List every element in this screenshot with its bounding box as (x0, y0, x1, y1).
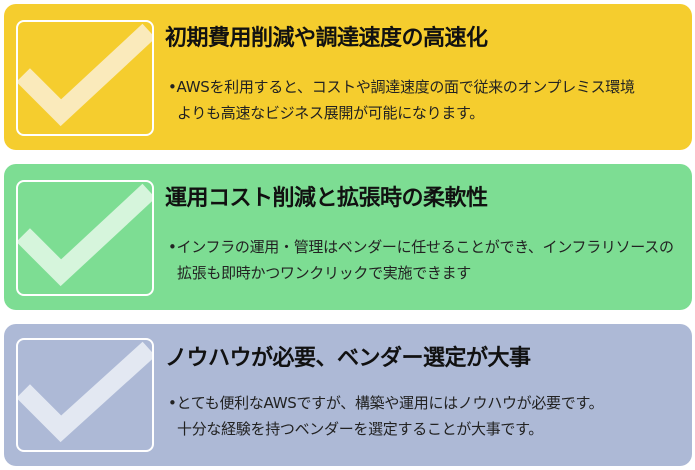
card-description: •とても便利なAWSですが、構築や運用にはノウハウが必要です。 十分な経験を持つ… (168, 390, 688, 442)
check-icon (18, 341, 152, 443)
check-icon (18, 183, 152, 287)
card-title: ノウハウが必要、ベンダー選定が大事 (165, 346, 531, 371)
check-frame (16, 20, 154, 136)
description-line: 十分な経験を持つベンダーを選定することが大事です。 (177, 420, 544, 438)
card-operation-flexibility: 運用コスト削減と拡張時の柔軟性 •インフラの運用・管理はベンダーに任せることがで… (4, 164, 692, 310)
card-know-how-vendor: ノウハウが必要、ベンダー選定が大事 •とても便利なAWSですが、構築や運用にはノ… (4, 324, 692, 466)
card-cost-speed: 初期費用削減や調達速度の高速化 •AWSを利用すると、コストや調達速度の面で従来… (4, 4, 692, 150)
card-description: •インフラの運用・管理はベンダーに任せることができ、インフラリソースの 拡張も即… (168, 234, 688, 286)
check-frame (16, 338, 154, 452)
card-title: 運用コスト削減と拡張時の柔軟性 (165, 186, 488, 211)
description-line: 拡張も即時かつワンクリックで実施できます (177, 264, 472, 282)
check-frame (16, 180, 154, 296)
check-icon (18, 23, 152, 127)
description-line: •AWSを利用すると、コストや調達速度の面で従来のオンプレミス環境 (168, 78, 635, 96)
description-line: •とても便利なAWSですが、構築や運用にはノウハウが必要です。 (168, 394, 604, 412)
card-description: •AWSを利用すると、コストや調達速度の面で従来のオンプレミス環境 よりも高速な… (168, 74, 688, 126)
card-title: 初期費用削減や調達速度の高速化 (165, 26, 488, 51)
description-line: よりも高速なビジネス展開が可能になります。 (177, 104, 484, 122)
description-line: •インフラの運用・管理はベンダーに任せることができ、インフラリソースの (168, 238, 674, 256)
